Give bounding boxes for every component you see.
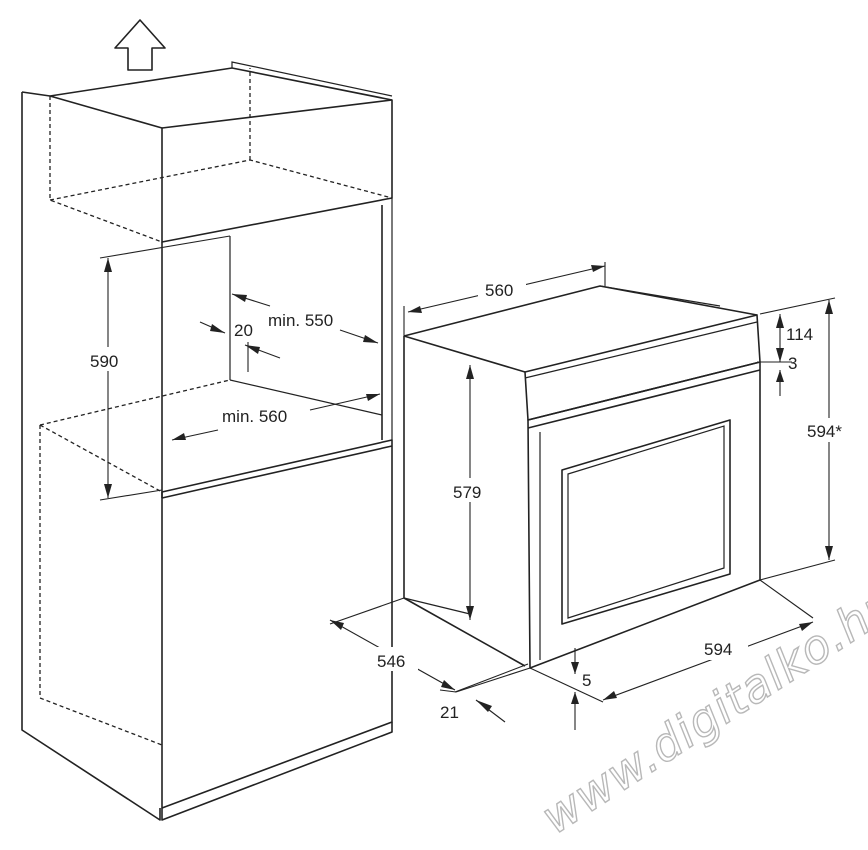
label-cabinet-width: min. 560 [222, 407, 287, 426]
dim-oven-width [403, 262, 606, 336]
dim-oven-height [448, 365, 494, 620]
label-oven-depth: 546 [377, 652, 405, 671]
label-oven-width: 560 [485, 281, 513, 300]
watermark: www.digitalko.hu [532, 575, 868, 844]
label-front-height: 594* [807, 422, 842, 441]
label-cabinet-gap: 20 [234, 321, 253, 340]
dim-bottom-gap [571, 648, 579, 730]
dim-front-height [759, 297, 857, 581]
oven [403, 285, 761, 669]
dim-oven-depth [329, 597, 529, 693]
label-panel-gap: 3 [788, 354, 797, 373]
label-cabinet-depth: min. 550 [268, 311, 333, 330]
dim-panel-height [757, 314, 792, 363]
dim-panel-gap [776, 370, 784, 396]
dim-cabinet-width [171, 393, 381, 441]
dim-cabinet-depth [231, 293, 379, 344]
dim-cabinet-height [85, 235, 231, 501]
label-front-width: 594 [704, 640, 732, 659]
dim-front-width [529, 579, 814, 703]
label-oven-height: 579 [453, 483, 481, 502]
up-arrow-icon [114, 19, 166, 71]
label-front-depth: 21 [440, 703, 459, 722]
label-bottom-gap: 5 [582, 671, 591, 690]
cabinet [21, 61, 393, 821]
dim-front-depth [439, 667, 531, 723]
dim-cabinet-gap [199, 321, 281, 372]
label-panel-height: 114 [786, 325, 813, 344]
label-cabinet-height: 590 [90, 352, 118, 371]
